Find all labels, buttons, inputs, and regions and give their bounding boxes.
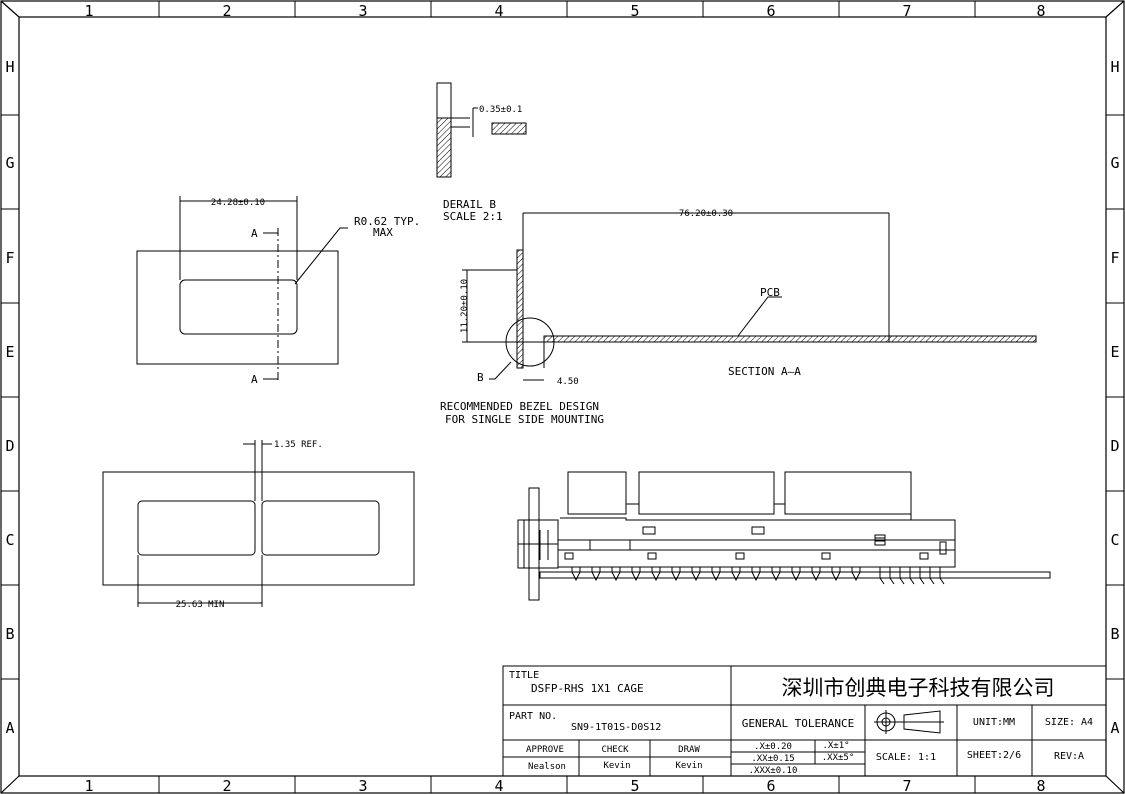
radius-note-line1: R0.62 TYP. [354, 215, 420, 228]
column-label: 5 [630, 2, 639, 20]
draw-label: DRAW [678, 745, 700, 755]
title-block [502, 665, 1107, 777]
row-ticks [1, 114, 1124, 680]
detail-b-callout: B [477, 371, 484, 384]
cage-side-view [517, 471, 1051, 601]
row-label: H [1110, 58, 1119, 76]
row-label: A [5, 719, 14, 737]
detail-b-view: 0.35±0.1 DERAIL B SCALE 2:1 [436, 82, 527, 223]
stacked-cutout-view [102, 440, 415, 607]
column-label: 2 [222, 777, 231, 794]
section-caption: SECTION A—A [728, 365, 801, 378]
part-no-value: SN9-1T01S-D0S12 [571, 722, 661, 733]
row-label: H [5, 58, 14, 76]
row-label: D [1110, 437, 1119, 455]
title-value: DSFP-RHS 1X1 CAGE [531, 682, 644, 695]
title-label: TITLE [509, 670, 539, 681]
row-label: G [5, 154, 14, 172]
detail-caption-line1: DERAIL B [443, 198, 496, 211]
unit-label: UNIT:MM [973, 717, 1015, 728]
column-label: 4 [494, 2, 503, 20]
tolerance-angle-2: .XX±5° [822, 753, 855, 763]
company-name: 深圳市创典电子科技有限公司 [782, 676, 1055, 700]
part-no-label: PART NO. [509, 711, 557, 722]
column-label: 8 [1036, 777, 1045, 794]
draw-value: Kevin [675, 761, 702, 771]
row-label: F [5, 249, 14, 267]
gap-dim: 1.35 REF. [274, 440, 323, 450]
column-label: 7 [902, 2, 911, 20]
sheet-number: SHEET:2/6 [967, 750, 1021, 761]
bezel-note-line2: FOR SINGLE SIDE MOUNTING [445, 413, 604, 426]
tolerance-xx: .XX±0.15 [751, 754, 794, 764]
projection-symbol-icon [874, 710, 944, 734]
press-fit-pins [571, 567, 945, 585]
revision: REV:A [1054, 751, 1084, 762]
row-label: B [1110, 625, 1119, 643]
scale-value: SCALE: 1:1 [876, 752, 936, 763]
column-label: 8 [1036, 2, 1045, 20]
bezel-note-line1: RECOMMENDED BEZEL DESIGN [440, 400, 599, 413]
row-labels-right: H G F E D C B A [1110, 58, 1119, 737]
column-label: 3 [358, 2, 367, 20]
row-label: G [1110, 154, 1119, 172]
column-label: 3 [358, 777, 367, 794]
pitch-dim: 25.63 MIN [176, 600, 225, 610]
row-label: E [1110, 343, 1119, 361]
front-view [136, 196, 348, 383]
row-label: B [5, 625, 14, 643]
section-mark-top: A [251, 227, 258, 240]
front-width-dim: 24.28±0.10 [211, 198, 265, 208]
column-label: 4 [494, 777, 503, 794]
column-label: 6 [766, 777, 775, 794]
detail-thickness-dim: 0.35±0.1 [479, 105, 522, 115]
column-ticks [158, 1, 976, 793]
column-labels-top: 1 2 3 4 5 6 7 8 [84, 2, 1045, 20]
column-label: 6 [766, 2, 775, 20]
section-a-a-view [462, 212, 1037, 381]
row-label: C [5, 531, 14, 549]
tolerance-x: .X±0.20 [754, 742, 792, 752]
check-label: CHECK [601, 745, 629, 755]
section-height-dim: 11.20±0.10 [460, 279, 470, 333]
column-labels-bottom: 1 2 3 4 5 6 7 8 [84, 777, 1045, 794]
check-value: Kevin [603, 761, 630, 771]
pcb-label: PCB [760, 286, 780, 299]
row-label: A [1110, 719, 1119, 737]
row-label: F [1110, 249, 1119, 267]
detail-caption-line2: SCALE 2:1 [443, 210, 503, 223]
column-label: 5 [630, 777, 639, 794]
column-label: 1 [84, 777, 93, 794]
column-label: 2 [222, 2, 231, 20]
row-label: C [1110, 531, 1119, 549]
row-labels-left: H G F E D C B A [5, 58, 14, 737]
general-tolerance-label: GENERAL TOLERANCE [742, 717, 855, 730]
section-length-dim: 76.20±0.30 [679, 209, 733, 219]
row-label: E [5, 343, 14, 361]
sheet-size: SIZE: A4 [1045, 717, 1093, 728]
section-offset-dim: 4.50 [557, 377, 579, 387]
tolerance-angle-1: .X±1° [822, 741, 849, 751]
section-mark-bottom: A [251, 373, 258, 386]
tolerance-xxx: .XXX±0.10 [749, 766, 798, 776]
row-label: D [5, 437, 14, 455]
radius-note-line2: MAX [373, 226, 393, 239]
approve-value: Nealson [528, 762, 566, 772]
approve-label: APPROVE [526, 745, 564, 755]
column-label: 1 [84, 2, 93, 20]
column-label: 7 [902, 777, 911, 794]
